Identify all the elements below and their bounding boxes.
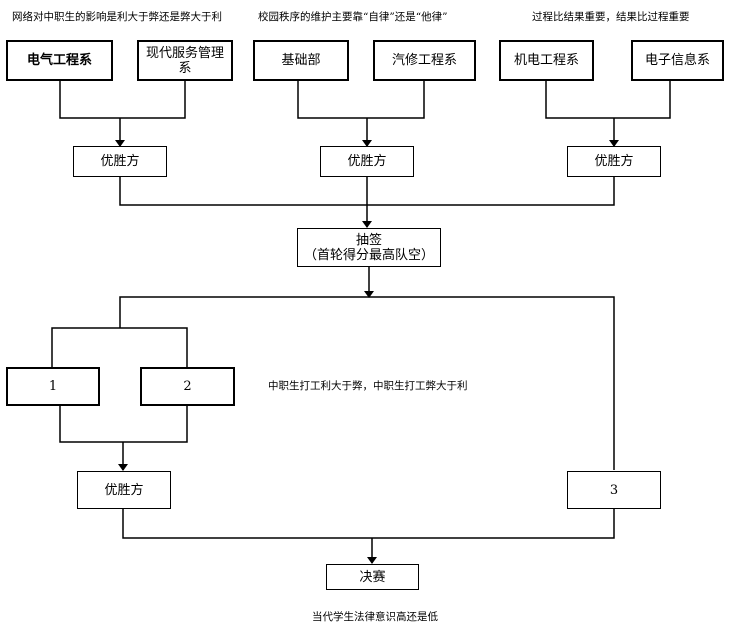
topic-final: 当代学生法律意识高还是低 [312,611,438,623]
topic-group3: 过程比结果重要，结果比过程重要 [532,11,690,23]
team-box-g3a: 机电工程系 [499,40,594,81]
winner-box-group3: 优胜方 [567,146,661,177]
team-label: 机电工程系 [513,53,579,68]
team-box-g3b: 电子信息系 [631,40,724,81]
team-box-g1a: 电气工程系 [6,40,113,81]
team-box-g2b: 汽修工程系 [373,40,476,81]
team-label: 电子信息系 [644,53,710,68]
slot-box-3: 3 [567,471,661,509]
slot-box-1: 1 [6,367,100,406]
team-label: 汽修工程系 [391,53,457,68]
winner-box-semifinal: 优胜方 [77,471,171,509]
slot-box-2: 2 [140,367,235,406]
draw-title: 抽签 [355,232,382,248]
team-box-g1b: 现代服务管理系 [137,40,233,81]
winner-label: 优胜方 [104,482,144,498]
final-box: 决赛 [326,564,419,590]
draw-box: 抽签 （首轮得分最高队空） [297,228,441,267]
winner-label: 优胜方 [594,154,634,169]
winner-label: 优胜方 [100,154,140,169]
winner-box-group2: 优胜方 [320,146,414,177]
draw-note: （首轮得分最高队空） [303,247,434,263]
topic-semifinal: 中职生打工利大于弊，中职生打工弊大于利 [268,380,468,392]
team-label: 电气工程系 [26,53,92,68]
topic-group1: 网络对中职生的影响是利大于弊还是弊大于利 [12,11,222,23]
slot-label: 3 [609,482,619,498]
winner-label: 优胜方 [347,154,387,169]
topic-group2: 校园秩序的维护主要靠“自律”还是“他律” [258,11,448,23]
team-box-g2a: 基础部 [253,40,349,81]
slot-label: 2 [183,379,192,394]
team-label: 基础部 [281,53,321,68]
winner-box-group1: 优胜方 [73,146,167,177]
slot-label: 1 [48,379,58,394]
final-label: 决赛 [359,569,386,585]
team-label: 现代服务管理系 [145,45,224,76]
